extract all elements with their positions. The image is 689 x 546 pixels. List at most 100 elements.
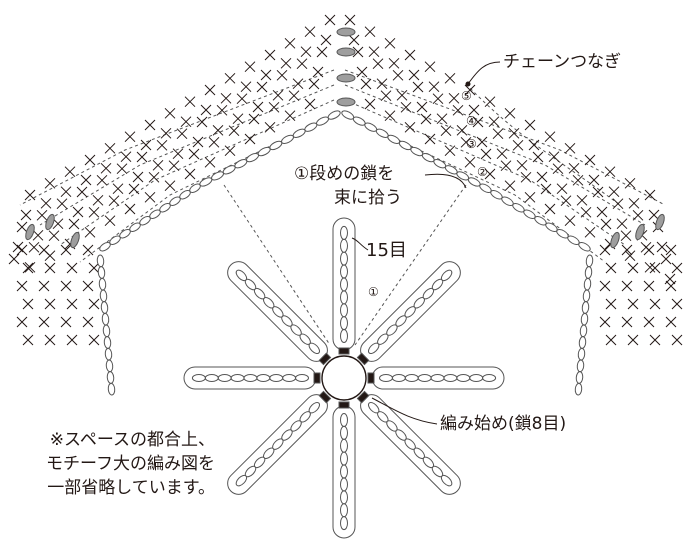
sc-stitch — [649, 334, 661, 346]
chain-link — [340, 464, 348, 479]
sc-stitch — [88, 334, 100, 346]
sc-stitch — [520, 171, 532, 183]
chain-stitch — [280, 134, 295, 145]
sc-stitch — [368, 46, 380, 58]
sc-stitch — [392, 69, 404, 81]
chain-link — [340, 490, 348, 505]
sc-stitch — [660, 253, 672, 265]
sc-stitch — [516, 159, 528, 171]
sc-stitch — [66, 298, 78, 310]
chain-link — [404, 374, 419, 382]
sc-stitch — [22, 334, 34, 346]
chain-stitch — [269, 140, 283, 151]
sc-stitch — [44, 298, 56, 310]
chain-stitch — [315, 116, 330, 126]
slip-stitch — [45, 213, 55, 231]
sc-stitch — [480, 148, 492, 160]
sc-stitch — [204, 156, 216, 168]
sc-stitch — [48, 230, 60, 242]
chain-link — [340, 516, 348, 531]
sc-stitch — [643, 316, 655, 328]
sc-stitch — [444, 72, 456, 84]
sc-stitch — [188, 148, 200, 160]
sc-stitch — [416, 101, 428, 113]
sc-stitch — [124, 203, 136, 215]
chain-link — [282, 374, 297, 382]
chain-stitch — [577, 347, 586, 361]
chain-link — [235, 474, 248, 487]
chain-link — [456, 374, 471, 382]
sc-stitch — [356, 66, 368, 78]
sc-stitch — [344, 14, 356, 26]
sc-stitch — [412, 81, 424, 93]
sc-stitch — [664, 273, 676, 285]
slip-stitch — [635, 223, 645, 241]
chain-stitch — [97, 266, 106, 279]
sc-stitch — [320, 34, 332, 46]
sc-stitch — [627, 298, 639, 310]
sc-stitch — [364, 98, 376, 110]
slip-stitch — [336, 97, 356, 107]
sc-stitch — [212, 124, 224, 136]
sc-stitch — [464, 84, 476, 96]
sc-stitch — [476, 136, 488, 148]
sc-stitch — [308, 78, 320, 90]
sc-stitch — [532, 151, 544, 163]
sc-stitch — [8, 253, 20, 265]
sc-stitch — [96, 174, 108, 186]
sc-stitch — [624, 177, 636, 189]
sc-stitch — [408, 69, 420, 81]
sc-stitch — [92, 194, 104, 206]
sc-stitch — [108, 195, 120, 207]
chain-join-leader — [467, 61, 501, 85]
sc-stitch — [540, 183, 552, 195]
chain-stitch — [584, 266, 593, 279]
sc-stitch — [627, 262, 639, 274]
chain-link — [204, 374, 219, 382]
sc-stitch — [288, 90, 300, 102]
sc-stitch — [82, 316, 94, 328]
sc-stitch — [432, 93, 444, 105]
chain-link — [235, 269, 248, 282]
sc-stitch — [632, 209, 644, 221]
chain-stitch — [98, 277, 107, 291]
chain-link — [340, 277, 348, 292]
chain-link — [340, 225, 348, 240]
chain-stitch — [580, 312, 589, 326]
sc-stitch — [500, 160, 512, 172]
note-line-3: 一部省略しています。 — [47, 478, 215, 498]
sc-stitch — [372, 58, 384, 70]
single-crochet-stitches — [8, 14, 683, 346]
sc-stitch — [628, 197, 640, 209]
chain-spoke — [332, 217, 356, 355]
sc-stitch — [596, 206, 608, 218]
sc-stitch — [152, 159, 164, 171]
chain-link — [391, 374, 406, 382]
sc-stitch — [376, 78, 388, 90]
sc-stitch — [38, 316, 50, 328]
chain-stitch — [245, 152, 260, 163]
chain-link — [340, 503, 348, 518]
sc-stitch — [284, 110, 296, 122]
spoke-joint — [356, 352, 370, 366]
sc-stitch — [352, 46, 364, 58]
sc-stitch — [599, 316, 611, 328]
sc-stitch — [452, 104, 464, 116]
sc-stitch — [468, 104, 480, 116]
sc-stitch — [508, 127, 520, 139]
chain-stitch — [327, 110, 341, 120]
stitch-count-label: 15目 — [366, 240, 407, 261]
sc-stitch — [665, 280, 677, 292]
start-label: 編み始め(鎖8目) — [440, 414, 567, 434]
sc-stitch — [132, 171, 144, 183]
sc-stitch — [144, 191, 156, 203]
sc-stitch — [156, 139, 168, 151]
sc-stitch — [552, 163, 564, 175]
chain-stitch — [234, 159, 248, 169]
sc-stitch — [88, 206, 100, 218]
sc-stitch — [248, 113, 260, 125]
sc-stitch — [144, 119, 156, 131]
spoke-joint — [338, 347, 350, 355]
